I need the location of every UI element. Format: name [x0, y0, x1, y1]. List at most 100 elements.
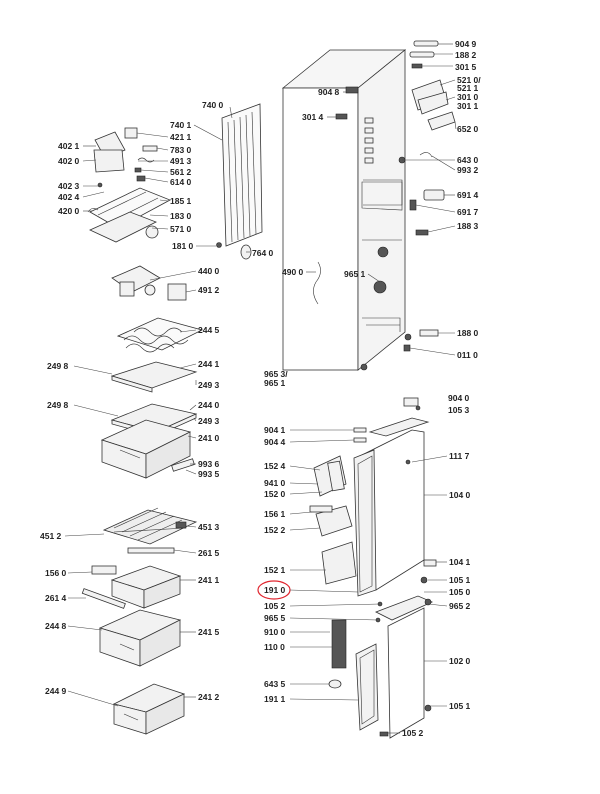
label-490-0: 490 0: [282, 267, 304, 277]
label-152-2: 152 2: [264, 525, 286, 535]
label-244-5: 244 5: [198, 325, 220, 335]
door-hinges-top: [353, 397, 437, 584]
label-241-2: 241 2: [198, 692, 220, 702]
label-571-0: 571 0: [170, 224, 192, 234]
label-643-0: 643 0: [457, 155, 479, 165]
label-993-2: 993 2: [457, 165, 479, 175]
label-521-1: 521 1: [457, 83, 479, 93]
label-104-1: 104 1: [449, 557, 471, 567]
label-152-4: 152 4: [264, 461, 286, 471]
label-691-7: 691 7: [457, 207, 479, 217]
label-614-0: 614 0: [170, 177, 192, 187]
label-188-2: 188 2: [455, 50, 477, 60]
label-965-3: 965 3/: [264, 369, 288, 379]
label-104-0: 104 0: [449, 490, 471, 500]
compressor-assembly: [87, 127, 222, 248]
label-904-8: 904 8: [318, 87, 340, 97]
label-440-0: 440 0: [198, 266, 220, 276]
label-904-4: 904 4: [264, 437, 286, 447]
label-105-3: 105 3: [448, 405, 470, 415]
label-156-1: 156 1: [264, 509, 286, 519]
label-965-2: 965 2: [449, 601, 471, 611]
label-110-0: 110 0: [264, 642, 285, 652]
label-451-3: 451 3: [198, 522, 220, 532]
label-521-0: 521 0/: [457, 75, 481, 85]
part-labels: 904 9 188 2 301 5 521 0/ 521 1 301 0 301…: [40, 39, 481, 738]
label-244-9: 244 9: [45, 686, 67, 696]
door-bins: [309, 455, 357, 585]
label-011-0: 011 0: [457, 350, 478, 360]
label-965-1-b: 965 1: [264, 378, 286, 388]
label-105-2-a: 105 2: [264, 601, 286, 611]
label-188-0: 188 0: [457, 328, 479, 338]
label-241-1: 241 1: [198, 575, 220, 585]
label-402-1: 402 1: [58, 141, 80, 151]
label-421-1: 421 1: [170, 132, 192, 142]
wine-rack: [116, 317, 204, 353]
label-652-0: 652 0: [457, 124, 479, 134]
label-244-0: 244 0: [198, 400, 220, 410]
label-244-1: 244 1: [198, 359, 220, 369]
label-561-2: 561 2: [170, 167, 192, 177]
lower-door: [328, 595, 433, 739]
label-102-0: 102 0: [449, 656, 471, 666]
condenser-grid: [221, 103, 263, 260]
label-244-8: 244 8: [45, 621, 67, 631]
cabinet-body: [281, 49, 412, 371]
drawer-lower-1: [98, 609, 182, 667]
label-904-9: 904 9: [455, 39, 477, 49]
drawer-middle: [81, 547, 182, 609]
label-993-6: 993 6: [198, 459, 220, 469]
label-301-0: 301 0: [457, 92, 479, 102]
label-301-4: 301 4: [302, 112, 324, 122]
label-105-1: 105 1: [449, 575, 471, 585]
label-402-3: 402 3: [58, 181, 80, 191]
label-105-0: 105 0: [449, 587, 471, 597]
label-783-0: 783 0: [170, 145, 192, 155]
label-691-4: 691 4: [457, 190, 479, 200]
label-740-1: 740 1: [170, 120, 192, 130]
label-111-7: 111 7: [449, 451, 470, 461]
label-904-0: 904 0: [448, 393, 470, 403]
label-301-5: 301 5: [455, 62, 477, 72]
label-965-5: 965 5: [264, 613, 286, 623]
label-301-1: 301 1: [457, 101, 479, 111]
drawer-upper: [100, 403, 198, 479]
label-910-0: 910 0: [264, 627, 286, 637]
label-156-0: 156 0: [45, 568, 67, 578]
label-402-0: 402 0: [58, 156, 80, 166]
label-451-2: 451 2: [40, 531, 62, 541]
label-152-1: 152 1: [264, 565, 286, 575]
label-993-5: 993 5: [198, 469, 220, 479]
wire-shelf: [102, 507, 198, 545]
label-105-2-b: 105 2: [402, 728, 424, 738]
label-491-2: 491 2: [198, 285, 220, 295]
label-249-8-b: 249 8: [47, 400, 69, 410]
label-643-5: 643 5: [264, 679, 286, 689]
label-764-0: 764 0: [252, 248, 274, 258]
label-965-1: 965 1: [344, 269, 366, 279]
label-183-0: 183 0: [170, 211, 192, 221]
label-941-0: 941 0: [264, 478, 286, 488]
label-105-1-b: 105 1: [449, 701, 471, 711]
label-185-1: 185 1: [170, 196, 192, 206]
label-491-3: 491 3: [170, 156, 192, 166]
label-188-3: 188 3: [457, 221, 479, 231]
label-241-0: 241 0: [198, 433, 220, 443]
label-191-1: 191 1: [264, 694, 286, 704]
drawer-lower-2: [112, 683, 186, 735]
label-249-3-b: 249 3: [198, 416, 220, 426]
label-261-5: 261 5: [198, 548, 220, 558]
label-249-3-a: 249 3: [198, 380, 220, 390]
label-402-4: 402 4: [58, 192, 80, 202]
label-261-4: 261 4: [45, 593, 67, 603]
label-181-0: 181 0: [172, 241, 194, 251]
leader-lines: [64, 43, 457, 734]
label-152-0: 152 0: [264, 489, 286, 499]
label-241-5: 241 5: [198, 627, 220, 637]
control-parts: [111, 265, 187, 301]
label-904-1: 904 1: [264, 425, 286, 435]
label-740-0: 740 0: [202, 100, 224, 110]
upper-door: [353, 417, 430, 597]
